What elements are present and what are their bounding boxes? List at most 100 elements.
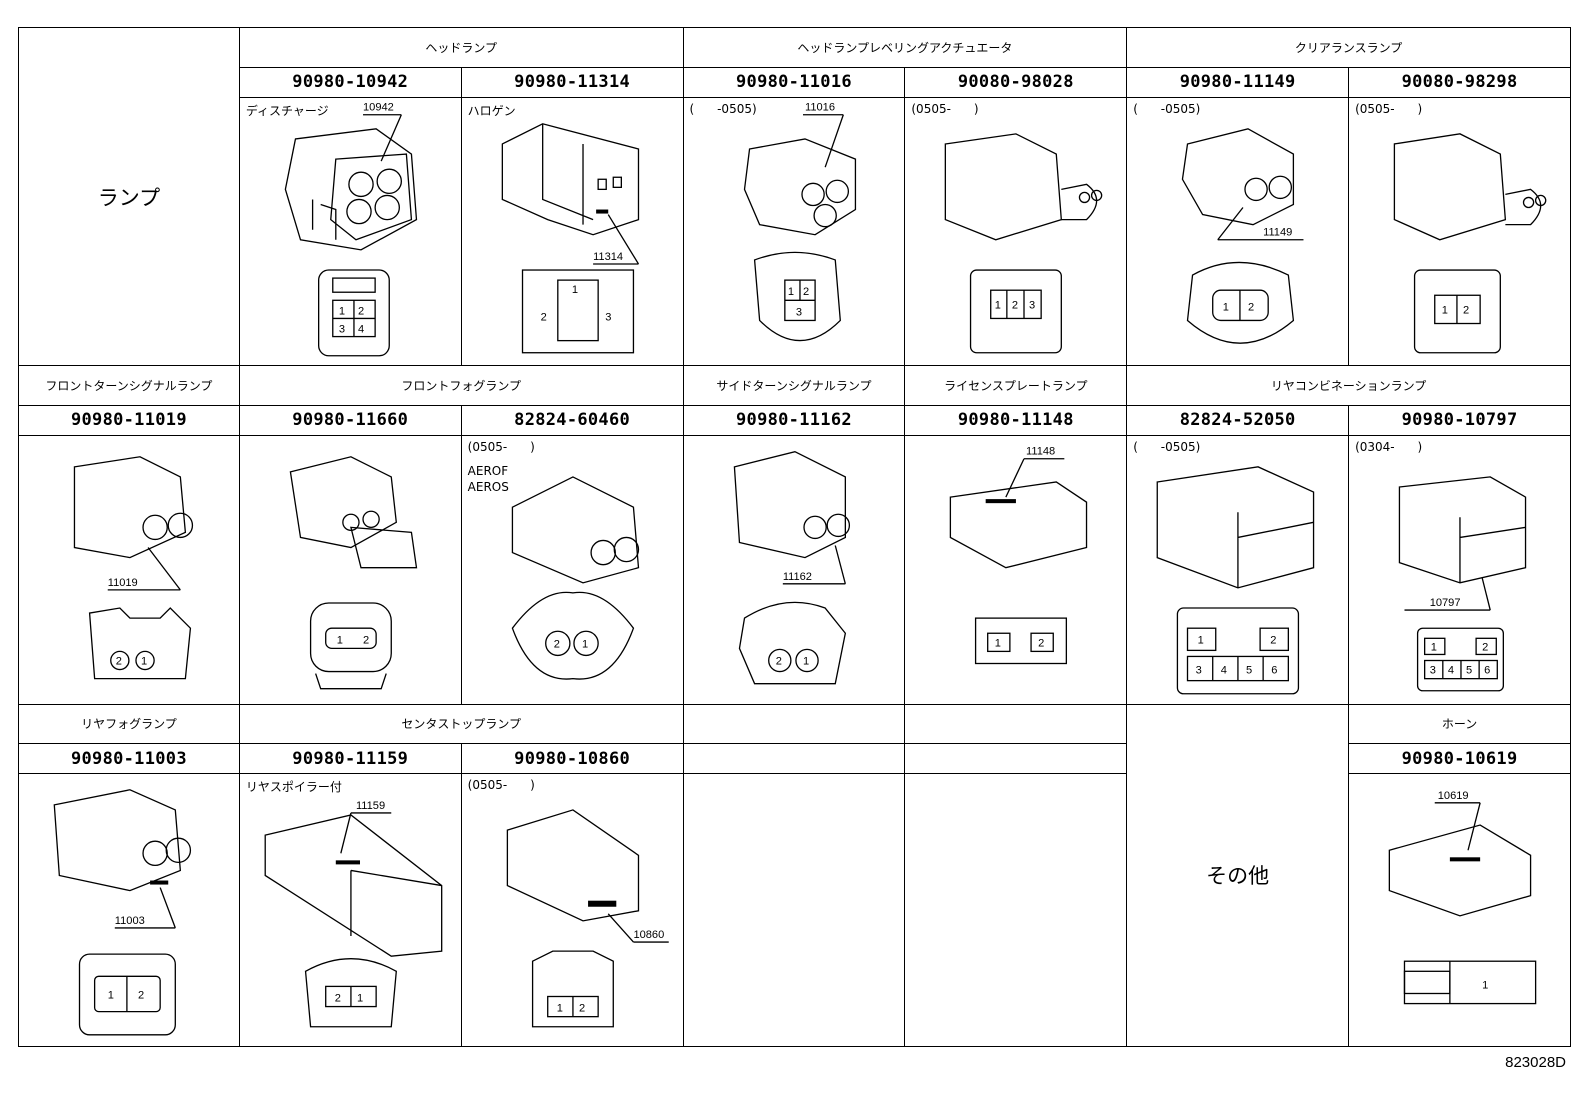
variant-note: AEROF <box>467 464 509 479</box>
part-number: 90980-11148 <box>904 404 1128 437</box>
connector-cell: ハロゲン 11314 1 2 3 <box>460 96 684 367</box>
connector-cell: ディスチャージ 10942 1 2 3 4 <box>238 96 462 367</box>
connector-chart: ランプ ヘッドランプ ヘッドランプレベリングアクチュエータ クリアランスランプ … <box>18 26 1571 1048</box>
variant-note: ( -0505) <box>1133 440 1201 455</box>
empty-cell <box>682 743 906 775</box>
connector-cell: 10619 1 <box>1348 773 1571 1047</box>
pin-label: 2 <box>116 656 122 668</box>
pin-label: 2 <box>1463 304 1469 316</box>
variant-note: ハロゲン <box>467 103 516 118</box>
variant-note: AEROS <box>467 480 509 495</box>
header-side-turn-signal: サイドターンシグナルランプ <box>682 365 906 406</box>
empty-cell <box>904 743 1128 775</box>
connector-drawing: 10942 1 2 3 4 <box>284 102 417 357</box>
header-front-fog: フロントフォグランプ <box>238 365 684 406</box>
part-number: 90980-10942 <box>238 66 462 98</box>
tag-label: 10619 <box>1438 790 1469 802</box>
pin-label: 1 <box>1198 634 1204 646</box>
connector-cell: リヤスポイラー付 11159 2 1 <box>238 773 462 1047</box>
part-number: 90980-11149 <box>1126 66 1350 98</box>
connector-drawing: 10860 1 2 <box>506 809 669 1028</box>
pin-label: 1 <box>141 656 147 668</box>
tag-label: 11314 <box>593 251 623 263</box>
header-leveling-actuator: ヘッドランプレベリングアクチュエータ <box>682 27 1128 68</box>
variant-note: (0505- ) <box>1355 101 1423 116</box>
connector-cell: (0505- ) 1 2 3 <box>904 96 1128 367</box>
pin-label: 1 <box>339 305 345 317</box>
pin-label: 2 <box>1012 299 1018 311</box>
connector-drawing: 10797 1 2 3 4 5 6 <box>1398 476 1527 692</box>
pin-label: 1 <box>1482 980 1488 992</box>
connector-drawing: 11149 1 2 <box>1182 128 1304 344</box>
pin-label: 1 <box>787 286 793 298</box>
part-number: 90980-10619 <box>1348 743 1571 775</box>
part-number: 82824-52050 <box>1126 404 1350 437</box>
header-clearance-lamp: クリアランスランプ <box>1126 27 1571 68</box>
pin-label: 1 <box>1431 642 1437 654</box>
connector-drawing: 11016 1 2 3 <box>743 102 856 341</box>
pin-label: 2 <box>363 634 369 646</box>
header-headlamp: ヘッドランプ <box>238 27 684 68</box>
part-number: 90080-98028 <box>904 66 1128 98</box>
pin-label: 2 <box>1038 638 1044 650</box>
pin-label: 5 <box>1246 665 1252 677</box>
variant-note: (0505- ) <box>467 440 535 455</box>
part-number: 90980-11660 <box>238 404 462 437</box>
empty-cell <box>682 703 906 745</box>
tag-label: 11003 <box>115 915 145 927</box>
part-number: 90980-11016 <box>682 66 906 98</box>
tag-label: 11019 <box>108 577 138 589</box>
variant-note: (0505- ) <box>467 778 535 793</box>
variant-note: ( -0505) <box>1133 101 1201 116</box>
tag-label: 10860 <box>633 929 664 941</box>
variant-note: リヤスポイラー付 <box>245 780 342 795</box>
connector-cell: ( -0505) 11016 1 2 3 <box>682 96 906 367</box>
pin-label: 3 <box>339 323 345 335</box>
connector-cell: ( -0505) 1 2 3 4 5 6 <box>1126 435 1350 705</box>
variant-note: ( -0505) <box>689 101 757 116</box>
pin-label: 1 <box>1442 304 1448 316</box>
category-lamp: ランプ <box>18 26 240 367</box>
connector-drawing: 11019 2 1 <box>73 456 194 680</box>
header-horn: ホーン <box>1348 703 1571 745</box>
pin-label: 1 <box>337 634 343 646</box>
pin-label: 5 <box>1466 665 1472 677</box>
variant-note: ディスチャージ <box>245 103 329 118</box>
connector-drawing: 11314 1 2 3 <box>501 122 639 354</box>
pin-label: 1 <box>995 299 1001 311</box>
pin-label: 1 <box>582 639 588 651</box>
connector-drawing: 10619 1 <box>1388 790 1537 1005</box>
pin-label: 3 <box>1430 665 1436 677</box>
part-number: 82824-60460 <box>460 404 684 437</box>
pin-label: 1 <box>556 1003 562 1015</box>
pin-label: 4 <box>1221 665 1227 677</box>
pin-label: 2 <box>803 286 809 298</box>
header-license-plate: ライセンスプレートランプ <box>904 365 1128 406</box>
tag-label: 11162 <box>782 571 811 583</box>
header-rear-combination: リヤコンビネーションランプ <box>1126 365 1571 406</box>
drawing-code: 823028D <box>1505 1054 1566 1071</box>
pin-label: 1 <box>357 993 363 1005</box>
connector-drawing: 2 1 <box>511 476 639 680</box>
pin-label: 1 <box>108 990 114 1002</box>
pin-label: 3 <box>795 306 801 318</box>
pin-label: 2 <box>335 993 341 1005</box>
part-number: 90980-11314 <box>460 66 684 98</box>
pin-label: 2 <box>1270 634 1276 646</box>
pin-label: 2 <box>358 305 364 317</box>
category-other-label: その他 <box>1206 864 1270 889</box>
part-number: 90980-11019 <box>18 404 240 437</box>
pin-label: 2 <box>553 639 559 651</box>
empty-cell <box>682 773 906 1047</box>
connector-cell: 11019 2 1 <box>18 435 240 705</box>
tag-label: 11159 <box>356 800 385 812</box>
pin-label: 6 <box>1484 665 1490 677</box>
pin-label: 2 <box>1248 301 1254 313</box>
connector-drawing: 11162 2 1 <box>733 451 850 685</box>
pin-label: 2 <box>579 1003 585 1015</box>
category-other: その他 <box>1126 703 1350 1048</box>
pin-label: 4 <box>1448 665 1454 677</box>
connector-cell: 11148 1 2 <box>904 435 1128 705</box>
connector-cell: (0505- ) AEROF AEROS 2 1 <box>460 435 684 705</box>
pin-label: 1 <box>572 284 578 296</box>
